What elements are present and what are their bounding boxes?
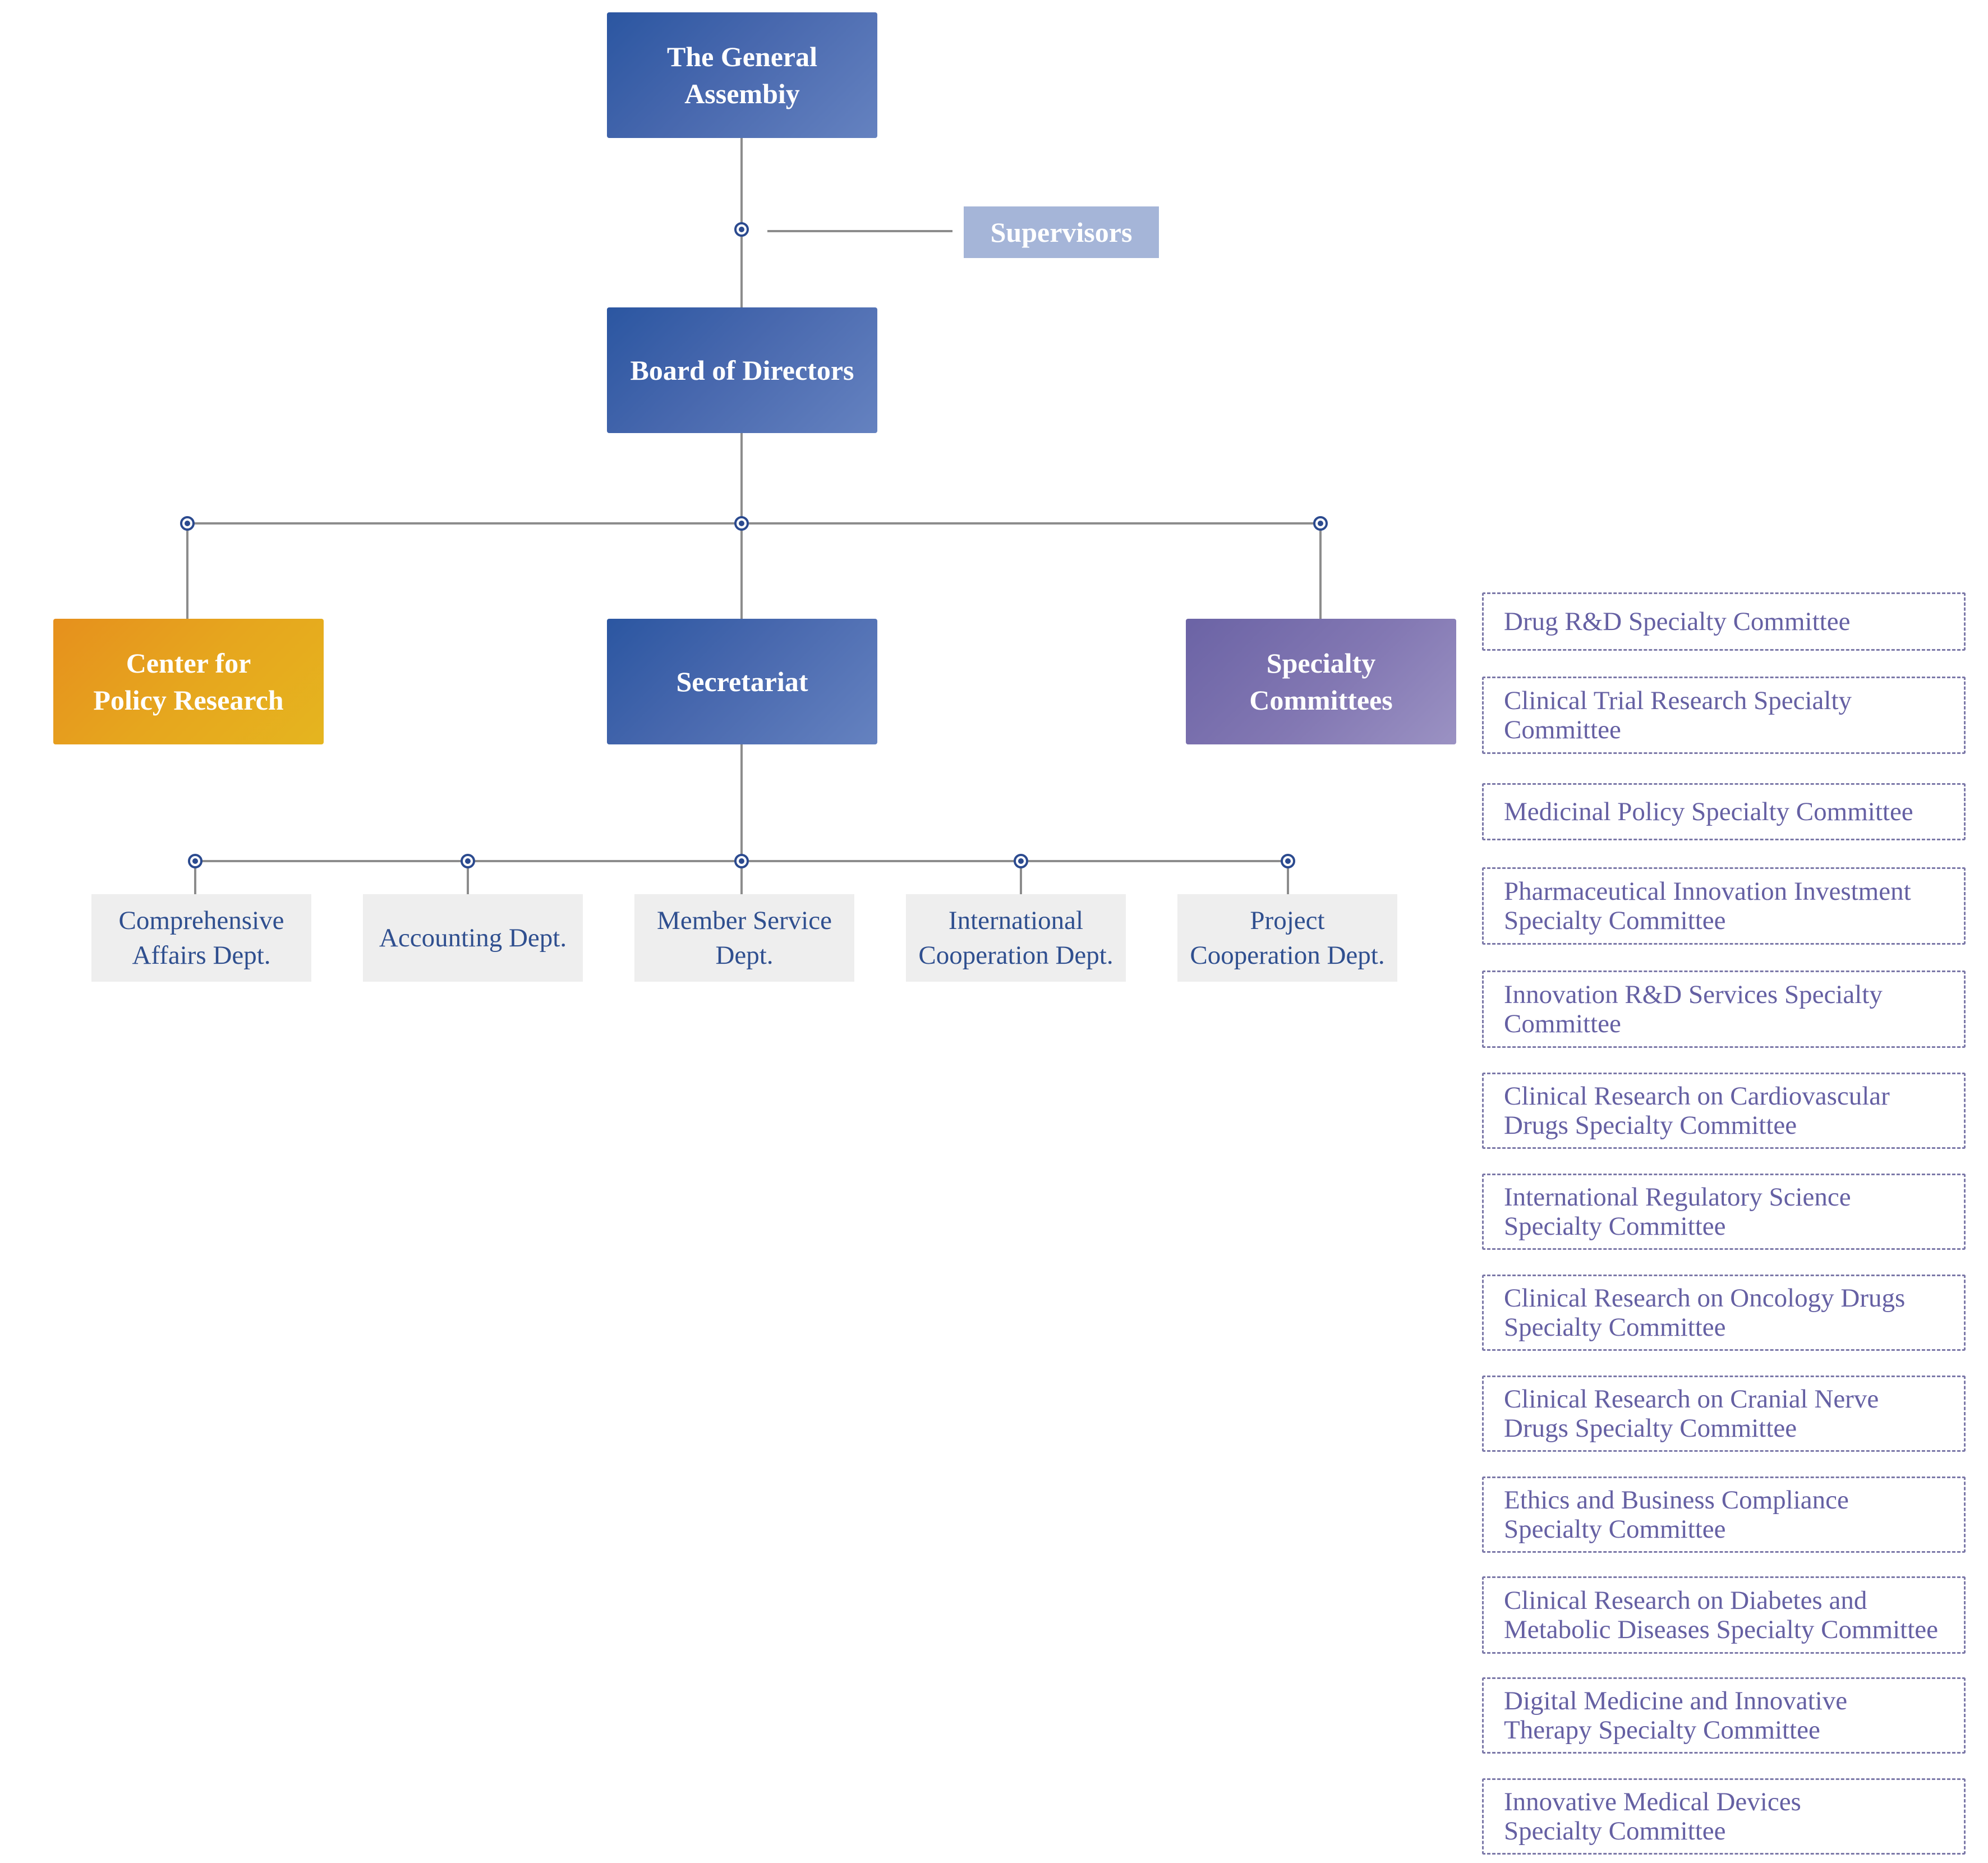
dept-member-service: Member Service Dept. [634, 894, 854, 982]
committee-item: Clinical Research on Diabetes and Metabo… [1482, 1576, 1966, 1654]
committee-item: Innovation R&D Services Specialty Commit… [1482, 970, 1966, 1048]
committee-item: Clinical Research on Cardiovascular Drug… [1482, 1073, 1966, 1149]
committee-item: Clinical Research on Cranial Nerve Drugs… [1482, 1376, 1966, 1452]
committee-item: International Regulatory Science Special… [1482, 1174, 1966, 1250]
policy-research-center-box: Center for Policy Research [53, 619, 324, 744]
committee-item: Clinical Trial Research Specialty Commit… [1482, 677, 1966, 754]
committee-item: Clinical Research on Oncology Drugs Spec… [1482, 1275, 1966, 1351]
board-of-directors-box: Board of Directors [607, 307, 877, 433]
dept-project-cooperation: Project Cooperation Dept. [1177, 894, 1397, 982]
dept-accounting: Accounting Dept. [363, 894, 583, 982]
committee-item: Drug R&D Specialty Committee [1482, 592, 1966, 651]
secretariat-box: Secretariat [607, 619, 877, 744]
committee-item: Medicinal Policy Specialty Committee [1482, 783, 1966, 840]
committee-item: Ethics and Business Compliance Specialty… [1482, 1476, 1966, 1553]
dept-international-cooperation: International Cooperation Dept. [906, 894, 1126, 982]
committee-item: Innovative Medical Devices Specialty Com… [1482, 1778, 1966, 1855]
committee-item: Digital Medicine and Innovative Therapy … [1482, 1677, 1966, 1754]
general-assembly-box: The General Assembiy [607, 12, 877, 138]
dept-comprehensive-affairs: Comprehensive Affairs Dept. [91, 894, 311, 982]
committee-item: Pharmaceutical Innovation Investment Spe… [1482, 867, 1966, 945]
specialty-committees-box: Specialty Committees [1186, 619, 1456, 744]
supervisors-box: Supervisors [964, 206, 1159, 258]
